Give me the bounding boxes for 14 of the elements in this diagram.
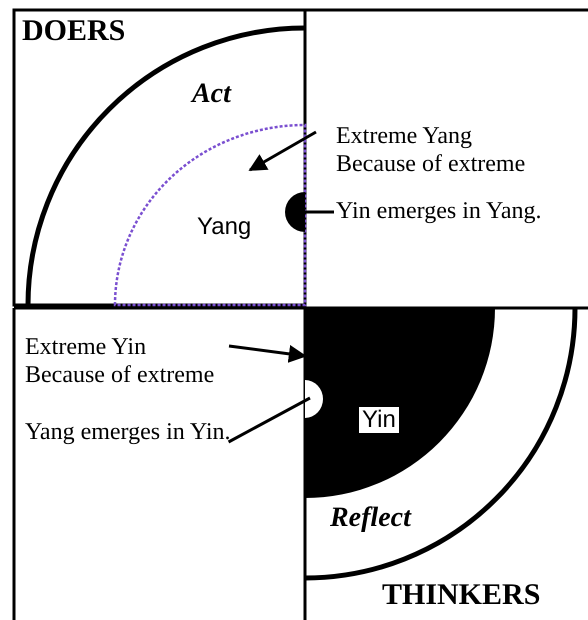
title-label: DOERS [22, 14, 126, 48]
leader-line [228, 396, 311, 444]
yin-region [305, 308, 495, 498]
annotation-text: Extreme Yang Because of extreme [336, 122, 576, 182]
yang-region [115, 125, 305, 305]
region-label: Yin [358, 406, 400, 434]
emphasis-label: Reflect [330, 502, 411, 534]
leader-line [305, 210, 334, 214]
emphasis-label: Act [192, 78, 231, 110]
annotation-text: Yin emerges in Yang. [336, 197, 542, 227]
title-label: THINKERS [382, 578, 540, 612]
annotation-text: Yang emerges in Yin. [25, 418, 231, 448]
annotation-text: Extreme Yin Because of extreme [25, 333, 225, 393]
region-label: Yang [197, 213, 252, 241]
